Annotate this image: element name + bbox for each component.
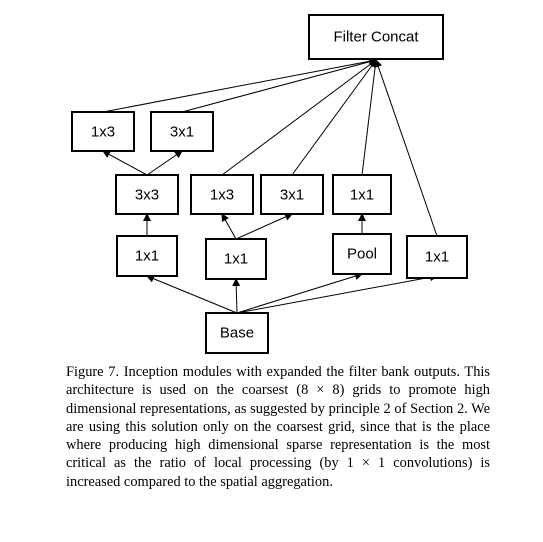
edge-base-to-pool: [236, 272, 363, 314]
node-left-1x3: 1x3: [71, 111, 135, 152]
internal-edges: [102, 150, 438, 314]
edge-3x3-to-left-3x1: [146, 150, 183, 176]
figure-caption: Figure 7. Inception modules with expande…: [66, 364, 490, 490]
node-filter-concat-label: Filter Concat: [333, 29, 419, 46]
node-right-1x1-label: 1x1: [425, 249, 449, 266]
node-left-1x1: 1x1: [116, 235, 178, 277]
edge-mid-1x3-to-concat: [221, 59, 377, 176]
inception-module-diagram: Filter Concat 1x3 3x1 3x3 1x3 3x1 1x1 1x…: [71, 14, 468, 354]
node-left-1x1-label: 1x1: [135, 248, 159, 265]
edge-base-to-right-1x1: [236, 273, 438, 314]
node-base-label: Base: [220, 325, 254, 342]
edge-right-1x1-to-concat: [374, 59, 438, 237]
node-left-3x1-label: 3x1: [170, 124, 194, 141]
node-mid-1x1: 1x1: [205, 238, 267, 280]
node-base: Base: [205, 312, 269, 354]
node-left-3x1: 3x1: [150, 111, 214, 152]
edge-base-to-mid-1x1: [232, 278, 241, 314]
edges-to-concat: [102, 57, 438, 237]
edge-left-3x1-to-concat: [181, 57, 377, 113]
node-mid-1x1-label: 1x1: [224, 251, 248, 268]
edge-mid-1x1-to-mid-3x1: [235, 213, 293, 240]
edge-mid-3x1-to-concat: [291, 59, 377, 176]
edge-3x3-to-left-1x3: [102, 150, 148, 176]
node-pool: Pool: [332, 233, 392, 275]
node-left-3x3-label: 3x3: [135, 187, 159, 204]
edge-base-to-left-1x1: [146, 274, 238, 314]
node-mid-3x1: 3x1: [260, 174, 324, 215]
node-pool-label: Pool: [347, 246, 377, 263]
node-mid-3x1-label: 3x1: [280, 187, 304, 204]
node-pool-1x1: 1x1: [332, 174, 392, 215]
node-mid-1x3: 1x3: [190, 174, 254, 215]
node-left-1x3-label: 1x3: [91, 124, 115, 141]
edge-mid-1x1-to-mid-1x3: [221, 213, 237, 240]
node-filter-concat: Filter Concat: [308, 14, 444, 60]
edge-left-1x3-to-concat: [102, 57, 377, 113]
node-pool-1x1-label: 1x1: [350, 187, 374, 204]
node-left-3x3: 3x3: [115, 174, 179, 215]
node-right-1x1: 1x1: [406, 235, 468, 279]
node-mid-1x3-label: 1x3: [210, 187, 234, 204]
edge-pool-1x1-to-concat: [361, 59, 380, 176]
